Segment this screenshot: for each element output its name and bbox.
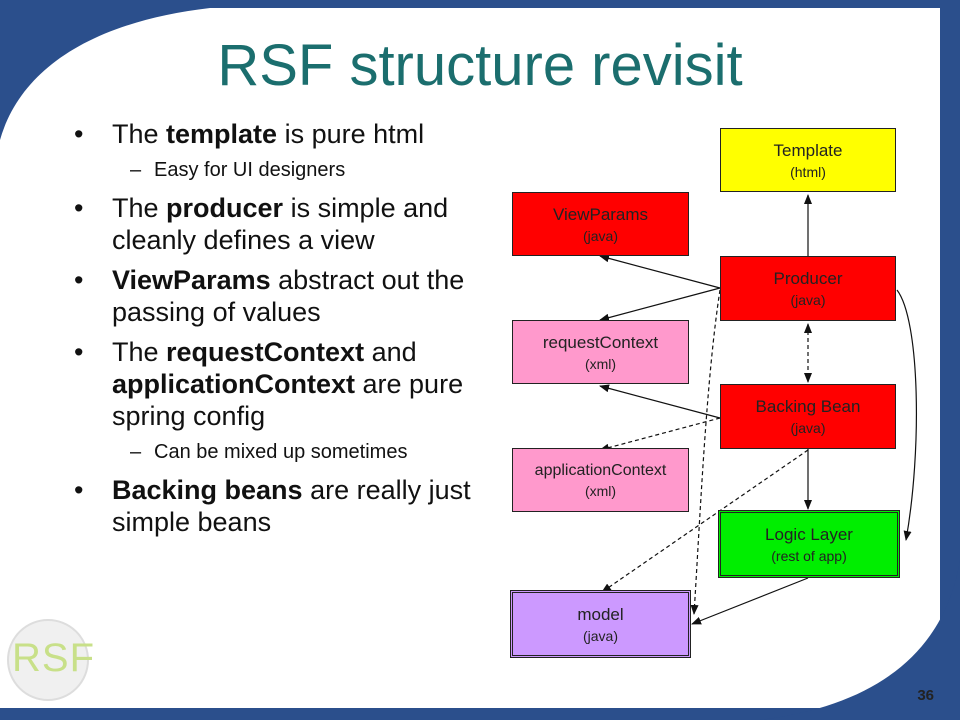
box-model-name: model: [577, 604, 624, 624]
box-producer-type: (java): [790, 292, 826, 308]
arrow-logiclayer-model: [691, 577, 809, 625]
arrow-producer-model: [690, 289, 721, 615]
box-template-name: Template: [773, 140, 843, 160]
box-backing-bean-type: (java): [790, 420, 826, 436]
box-view-params-type: (java): [582, 227, 618, 244]
bullet-viewparams: ViewParams abstract out the passing of v…: [72, 264, 472, 328]
page-number: 36: [917, 687, 934, 704]
box-backing-bean-name: Backing Bean: [755, 397, 861, 416]
bullet-producer: The producer is simple and cleanly defin…: [72, 192, 472, 256]
box-backing-bean: Backing Bean (java): [720, 384, 896, 449]
box-application-context-type: (xml): [584, 482, 617, 499]
box-logic-layer-type: (rest of app): [771, 547, 847, 564]
box-model: model (java): [510, 590, 691, 658]
box-request-context: requestContext (xml): [512, 320, 689, 384]
box-request-context-name: requestContext: [542, 332, 659, 352]
arrow-producer-viewparams: [599, 254, 721, 289]
sub-bullet-ui-designers: Easy for UI designers: [72, 158, 472, 182]
box-template-type: (html): [790, 163, 826, 180]
box-view-params: ViewParams (java): [512, 192, 689, 256]
box-request-context-type: (xml): [584, 355, 617, 372]
arrow-backingbean-applicationcontext: [599, 417, 721, 452]
bullet-contexts: The requestContext and applicationContex…: [72, 336, 472, 432]
box-application-context: applicationContext (xml): [512, 448, 689, 512]
bullet-list: The template is pure html Easy for UI de…: [72, 118, 472, 546]
sub-bullet-mixed-up: Can be mixed up sometimes: [72, 440, 472, 464]
arrow-backingbean-requestcontext: [599, 384, 721, 419]
bullet-backing-beans: Backing beans are really just simple bea…: [72, 474, 472, 538]
rsf-logo: RSF: [12, 636, 95, 680]
box-producer: Producer (java): [720, 256, 896, 321]
arrow-producer-logiclayer: [896, 289, 917, 541]
box-producer-name: Producer: [773, 269, 843, 288]
slide-title: RSF structure revisit: [217, 33, 743, 98]
box-application-context-name: applicationContext: [534, 461, 667, 479]
box-logic-layer-name: Logic Layer: [765, 524, 853, 544]
box-view-params-name: ViewParams: [552, 204, 649, 224]
box-logic-layer: Logic Layer (rest of app): [718, 510, 900, 578]
box-model-type: (java): [582, 627, 618, 644]
box-template: Template (html): [720, 128, 896, 192]
bullet-template: The template is pure html: [72, 118, 472, 150]
arrow-producer-requestcontext: [599, 287, 721, 322]
